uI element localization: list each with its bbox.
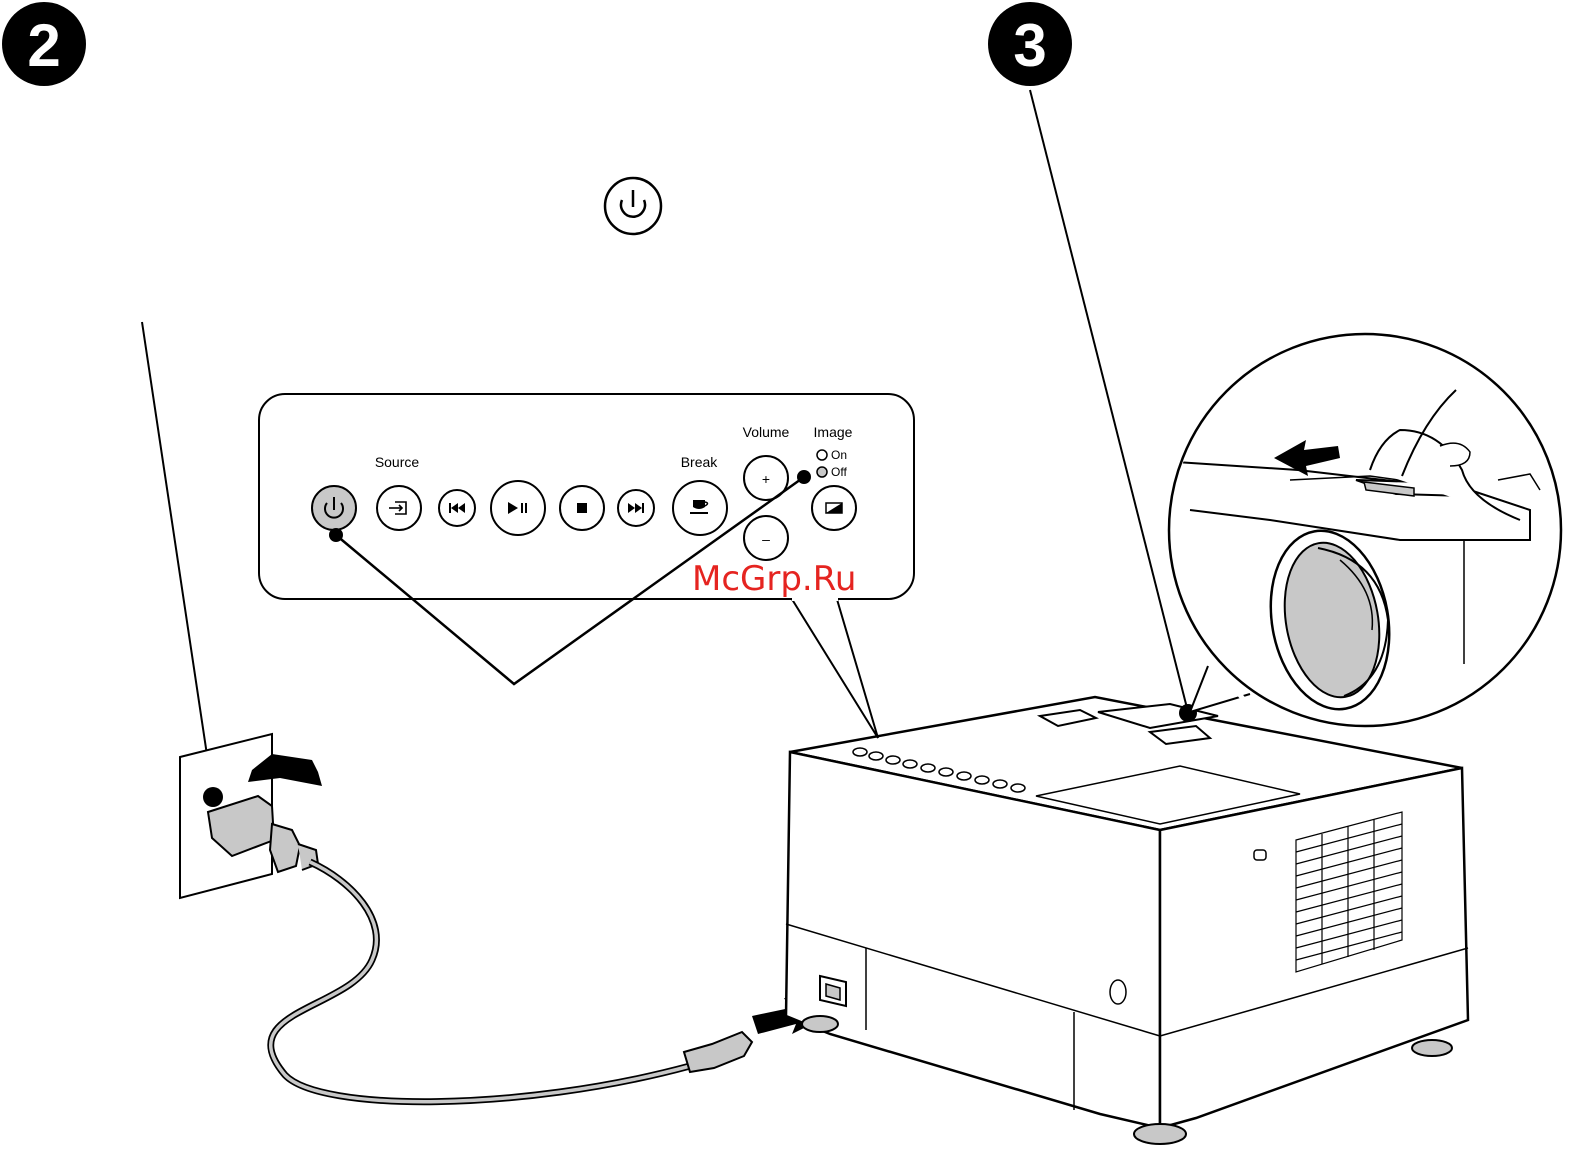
source-button[interactable] — [377, 486, 421, 530]
power-cable — [271, 862, 690, 1102]
appliance-connector — [684, 1032, 752, 1072]
step-3-number: 3 — [1013, 12, 1046, 79]
volume-up-label: + — [762, 471, 770, 487]
source-label: Source — [375, 454, 420, 470]
volume-down-button[interactable]: – — [744, 516, 788, 560]
stop-icon — [577, 503, 587, 513]
break-label: Break — [681, 454, 719, 470]
image-on-indicator-icon — [817, 450, 827, 460]
step-2-number: 2 — [27, 12, 60, 79]
step-2-badge: 2 — [2, 2, 86, 86]
stop-button[interactable] — [560, 486, 604, 530]
step-3-badge: 3 — [988, 2, 1072, 86]
image-off-button[interactable] — [812, 486, 856, 530]
image-off-indicator-icon — [817, 467, 827, 477]
step-2-leader-line — [142, 322, 213, 795]
step-3-leader-line — [1030, 90, 1188, 712]
break-button[interactable] — [673, 481, 727, 535]
lens-detail-magnifier — [1169, 334, 1561, 726]
projector — [786, 697, 1468, 1144]
image-label: Image — [814, 424, 853, 440]
volume-down-label: – — [762, 531, 770, 547]
control-panel-callout: Source Break Volume Image On Off — [259, 394, 914, 684]
power-button[interactable] — [312, 486, 356, 530]
power-inlet — [820, 976, 846, 1006]
next-button[interactable] — [618, 490, 654, 526]
image-on-label: On — [831, 448, 847, 462]
play-pause-button[interactable] — [491, 481, 545, 535]
volume-label: Volume — [743, 424, 790, 440]
image-off-icon — [826, 503, 842, 513]
watermark: McGrp.Ru — [692, 559, 856, 599]
power-symbol-icon — [605, 178, 661, 234]
previous-button[interactable] — [439, 490, 475, 526]
image-off-label: Off — [831, 465, 847, 479]
panel-callout-pointer — [790, 596, 878, 738]
